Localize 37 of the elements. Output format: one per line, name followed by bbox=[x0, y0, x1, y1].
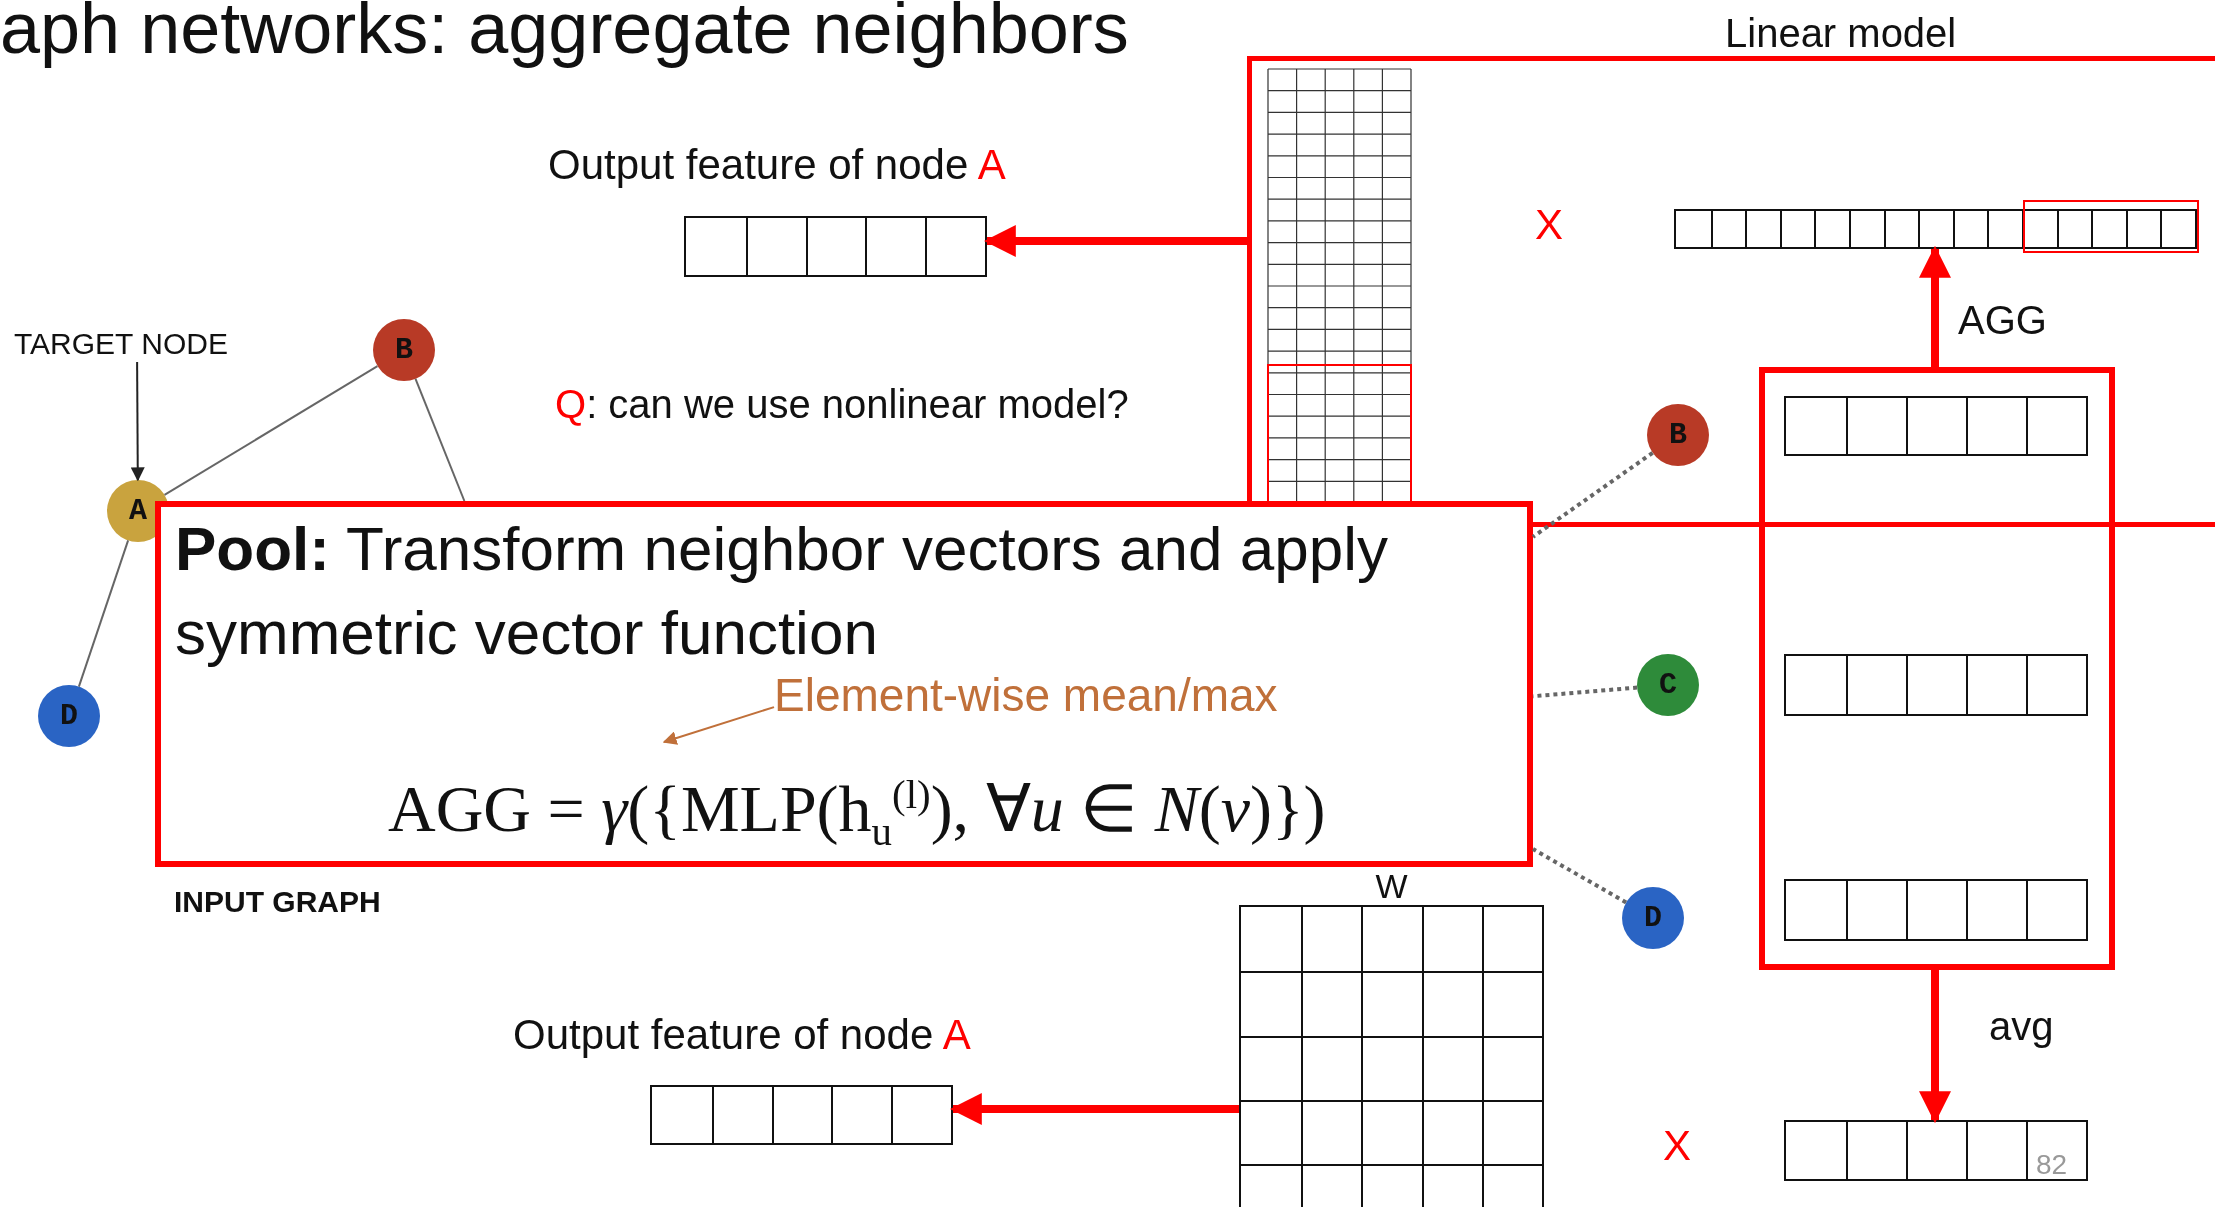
feature-vector bbox=[1784, 879, 2088, 941]
connector-line bbox=[414, 377, 466, 502]
matrix-label: W bbox=[1374, 869, 1409, 903]
feature-vector bbox=[1784, 654, 2088, 716]
dotted-line bbox=[1531, 451, 1654, 539]
highlight-frame bbox=[1759, 367, 2115, 970]
arrow bbox=[130, 361, 145, 482]
dotted-line bbox=[1532, 685, 1638, 699]
vector-caption: Output feature of node A bbox=[513, 1010, 971, 1060]
formula: AGG = γ({MLP(h$_{u}$$^{(l)}$), ∀u ∈ N(v)}) bbox=[388, 771, 1326, 857]
dotted-line bbox=[1532, 847, 1628, 905]
edge-label: AGG bbox=[1958, 298, 2047, 342]
graph-caption: INPUT GRAPH bbox=[174, 884, 381, 920]
callout-box bbox=[155, 501, 1533, 867]
annotation-text: Element-wise mean/max bbox=[774, 668, 1278, 724]
graph-node: B bbox=[373, 319, 435, 381]
multiply-sign: X bbox=[1535, 200, 1563, 250]
graph-node: B bbox=[1647, 404, 1709, 466]
vector-caption: Output feature of node A bbox=[548, 140, 1006, 190]
feature-vector bbox=[1784, 1120, 2088, 1181]
edge-label: avg bbox=[1989, 1004, 2054, 1048]
heading-text: Pool: Transform neighbor vectors and apply symmetric vector function bbox=[175, 513, 1389, 670]
connector-line bbox=[77, 539, 130, 688]
arrow bbox=[1919, 245, 1951, 367]
feature-vector bbox=[1784, 396, 2088, 456]
question-text: Q: can we use nonlinear model? bbox=[555, 381, 1129, 428]
connector-line bbox=[163, 365, 379, 496]
graph-node: D bbox=[38, 685, 100, 747]
graph-node: D bbox=[1622, 887, 1684, 949]
page-number: 82 bbox=[2036, 1148, 2068, 1182]
graph-node: C bbox=[1637, 654, 1699, 716]
frame-heading: Linear model bbox=[1725, 10, 1957, 57]
leader-line bbox=[662, 706, 775, 745]
pointer-label: TARGET NODE bbox=[14, 326, 228, 362]
arrow bbox=[983, 225, 1247, 257]
feature-vector bbox=[1674, 209, 2197, 249]
multiply-sign: X bbox=[1663, 1121, 1691, 1171]
